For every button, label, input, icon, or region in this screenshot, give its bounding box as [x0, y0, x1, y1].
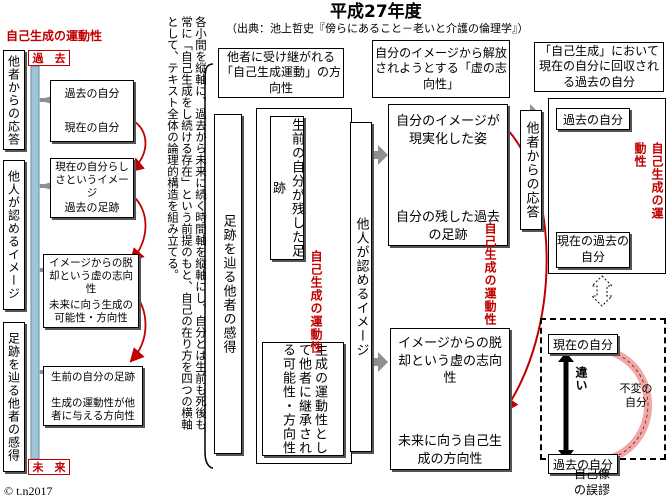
- past-label: 過 去: [28, 50, 70, 66]
- col1-side-label: 足跡を辿る他者の感得: [214, 114, 242, 454]
- col2-side-label: 他人が認めるイメージ: [350, 122, 372, 452]
- side-label-image: 他人が認めるイメージ: [3, 160, 25, 310]
- col3-bottom: 現在の過去の自分: [556, 232, 630, 268]
- side-label-response: 他者からの応答: [3, 50, 25, 150]
- future-label: 未 来: [28, 459, 70, 475]
- col2-upper: 自分のイメージが現実化した姿 自分の残した過去の足跡: [388, 104, 508, 246]
- timeline-bar: [30, 65, 40, 460]
- col3-red-label: 自己生成の運動性: [633, 142, 664, 220]
- explanation-text: 各小間を縦軸に、過去から未来に続く時間軸を縦軸にし、自分とは生前も死後も常に「自…: [166, 16, 208, 430]
- col2-upper-bottom: 自分の残した過去の足跡: [395, 210, 500, 243]
- col3-top: 過去の自分: [556, 108, 630, 130]
- left-g2-top: 現在の自分らしさというイメージ: [55, 161, 129, 200]
- left-group-3: イメージからの脱却という虚の志向性 未来に向う生成の可能性・方向性: [43, 254, 139, 328]
- col3-header: 「自己生成」において現在の自分に回収される過去の自分: [534, 42, 664, 92]
- left-g1-top: 過去の自分: [64, 87, 120, 100]
- left-group-1: 過去の自分 現在の自分: [50, 80, 134, 142]
- side-label-footprints: 足跡を辿る他者の感得: [3, 322, 25, 472]
- left-title: 自己生成の運動性: [6, 29, 103, 43]
- error-caption: 自己像の誤謬: [573, 467, 610, 498]
- col3-side-label: 他者からの応答: [520, 110, 542, 230]
- col1-red-label: 自己生成の運動性: [309, 250, 323, 354]
- double-arrow: [590, 275, 614, 307]
- col2-upper-top: 自分のイメージが現実化した姿: [396, 114, 500, 147]
- left-g2-bottom: 過去の足跡: [64, 201, 120, 214]
- error-same-label: 不変の自分: [619, 382, 653, 409]
- left-down-arrows: [85, 103, 98, 394]
- col1-lower: 生成の運動性として他者に継承される可能性・方向性: [262, 342, 344, 456]
- col2-lower: イメージからの脱却という虚の志向性 未来に向う自己生成の方向性: [390, 328, 510, 470]
- col2-header: 自分のイメージから解放されようとする「虚の志向性」: [372, 40, 510, 98]
- error-bottom: 過去の自分: [548, 454, 618, 474]
- left-group-2: 現在の自分らしさというイメージ 過去の足跡: [50, 158, 134, 218]
- left-g4-bottom: 生成の運動性が他者に与える方向性: [51, 397, 135, 423]
- left-g3-top: イメージからの脱却という虚の志向性: [49, 257, 133, 296]
- source-citation: （出典：池上哲史『傍らにあること－老いと介護の倫理学』）: [226, 22, 529, 35]
- left-g4-top: 生前の自分の足跡: [51, 371, 135, 383]
- col2-lower-bottom: 未来に向う自己生成の方向性: [397, 434, 502, 467]
- page-title: 平成27年度: [330, 2, 422, 22]
- copyright: © t.n2017: [4, 484, 53, 498]
- left-g1-bottom: 現在の自分: [64, 121, 120, 134]
- error-diff-label: 違い: [574, 366, 588, 392]
- col2-lower-top: イメージからの脱却という虚の志向性: [397, 336, 502, 387]
- col1-header: 他者に受け継がれる「自己生成運動」の方向性: [218, 48, 344, 98]
- col1-upper: 生前の自分が残した足跡: [270, 116, 304, 260]
- left-group-4: 生前の自分の足跡 生成の運動性が他者に与える方向性: [43, 366, 143, 426]
- left-g3-bottom: 未来に向う生成の可能性・方向性: [49, 299, 133, 325]
- col2-red-label: 自己生成の運動性: [483, 222, 497, 326]
- error-top: 現在の自分: [548, 334, 618, 354]
